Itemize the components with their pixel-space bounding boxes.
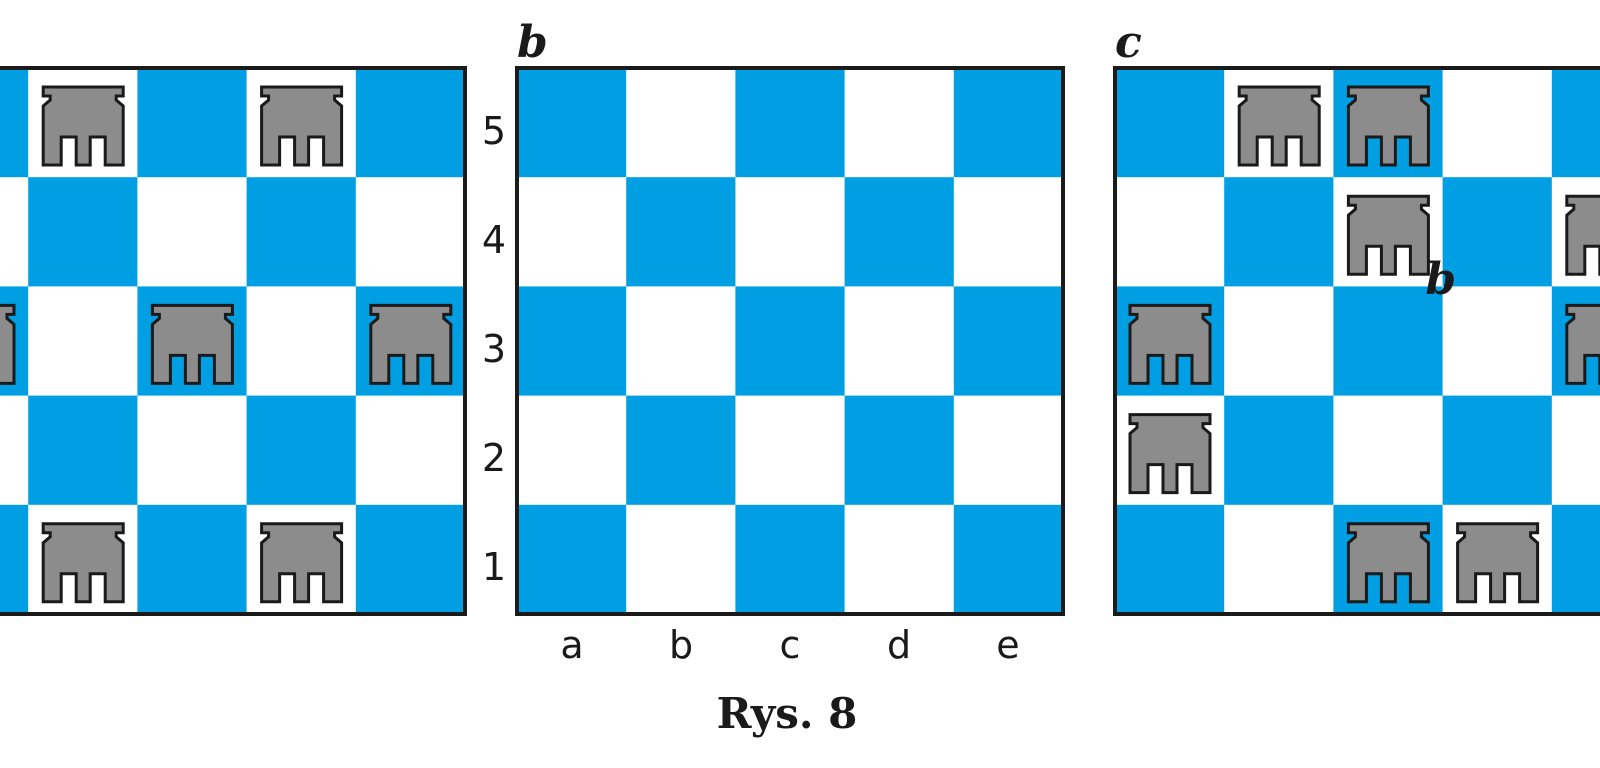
board-square — [1115, 177, 1225, 287]
board-square — [953, 286, 1064, 397]
board-square — [28, 395, 138, 506]
board-square — [246, 395, 357, 506]
board-square — [0, 504, 29, 615]
board-square — [1224, 286, 1334, 397]
board-square — [1115, 504, 1225, 615]
rook-piece — [260, 85, 344, 167]
board-square — [626, 68, 736, 178]
file-label: e — [996, 623, 1019, 667]
board-border — [1113, 66, 1600, 616]
board-square — [246, 286, 357, 397]
board-square — [626, 504, 736, 615]
board-square — [137, 504, 248, 615]
board-square — [626, 177, 736, 287]
board-square — [844, 504, 955, 615]
file-label: a — [560, 623, 583, 667]
board-square — [953, 68, 1064, 178]
board-square — [735, 68, 846, 178]
board-square — [1115, 68, 1225, 178]
rook-piece — [1565, 194, 1600, 276]
figure-caption: Rys. 8 — [717, 689, 858, 738]
board-square — [355, 395, 466, 506]
rook-piece — [1128, 413, 1212, 495]
board-square — [517, 504, 627, 615]
board-a — [0, 66, 467, 616]
rook-piece — [41, 522, 125, 604]
board-square — [1224, 177, 1334, 287]
board-square — [28, 286, 138, 397]
file-label: b — [669, 623, 693, 667]
rank-label: 2 — [482, 436, 506, 480]
board-square — [844, 177, 955, 287]
board-square — [735, 177, 846, 287]
rook-piece — [41, 85, 125, 167]
rook-piece — [1346, 194, 1430, 276]
rank-label: 3 — [482, 327, 506, 371]
board-square — [137, 177, 248, 287]
rook-piece — [369, 303, 453, 385]
rook-piece — [260, 522, 344, 604]
board-square — [735, 395, 846, 506]
board-square — [517, 395, 627, 506]
board-border — [515, 66, 1065, 616]
board-square — [1551, 68, 1600, 178]
board-square — [1333, 286, 1444, 397]
board-square — [1442, 286, 1553, 397]
rook-piece — [150, 303, 234, 385]
rook-piece — [0, 303, 16, 385]
rook-piece — [1346, 85, 1430, 167]
board-square — [844, 286, 955, 397]
board-square — [1224, 395, 1334, 506]
board-square — [844, 68, 955, 178]
rook-piece — [1456, 522, 1540, 604]
board-square — [137, 68, 248, 178]
board-square — [355, 68, 466, 178]
board-square — [626, 395, 736, 506]
board-square — [1551, 395, 1600, 506]
board-square — [0, 395, 29, 506]
board-square — [1442, 177, 1553, 287]
board-b — [515, 66, 1065, 616]
board-border — [0, 66, 467, 616]
board-square — [1442, 68, 1553, 178]
board-square — [1551, 504, 1600, 615]
rook-piece — [1128, 303, 1212, 385]
board-c — [1113, 66, 1600, 616]
board-square — [1333, 395, 1444, 506]
board-square — [517, 68, 627, 178]
board-square — [517, 177, 627, 287]
board-square — [844, 395, 955, 506]
rank-labels: 5 4 3 2 1 — [482, 109, 506, 589]
board-square — [1442, 395, 1553, 506]
rook-piece — [1237, 85, 1321, 167]
board-square — [953, 177, 1064, 287]
board-square — [0, 68, 29, 178]
rook-piece — [1565, 303, 1600, 385]
board-c-label: c — [1115, 17, 1142, 68]
board-square — [735, 504, 846, 615]
board-square — [246, 177, 357, 287]
board-square — [28, 177, 138, 287]
board-square — [953, 504, 1064, 615]
board-square — [735, 286, 846, 397]
board-c-annotation: b — [1425, 254, 1456, 305]
board-square — [355, 504, 466, 615]
board-square — [517, 286, 627, 397]
board-square — [0, 177, 29, 287]
board-square — [355, 177, 466, 287]
file-labels: a b c d e — [560, 623, 1019, 667]
file-label: c — [780, 623, 801, 667]
file-label: d — [887, 623, 911, 667]
board-square — [137, 395, 248, 506]
rook-piece — [1346, 522, 1430, 604]
board-b-label: b — [517, 17, 548, 68]
board-square — [626, 286, 736, 397]
board-square — [1224, 504, 1334, 615]
board-square — [953, 395, 1064, 506]
rank-label: 1 — [482, 545, 506, 589]
rank-label: 5 — [482, 109, 506, 153]
rank-label: 4 — [482, 218, 506, 262]
